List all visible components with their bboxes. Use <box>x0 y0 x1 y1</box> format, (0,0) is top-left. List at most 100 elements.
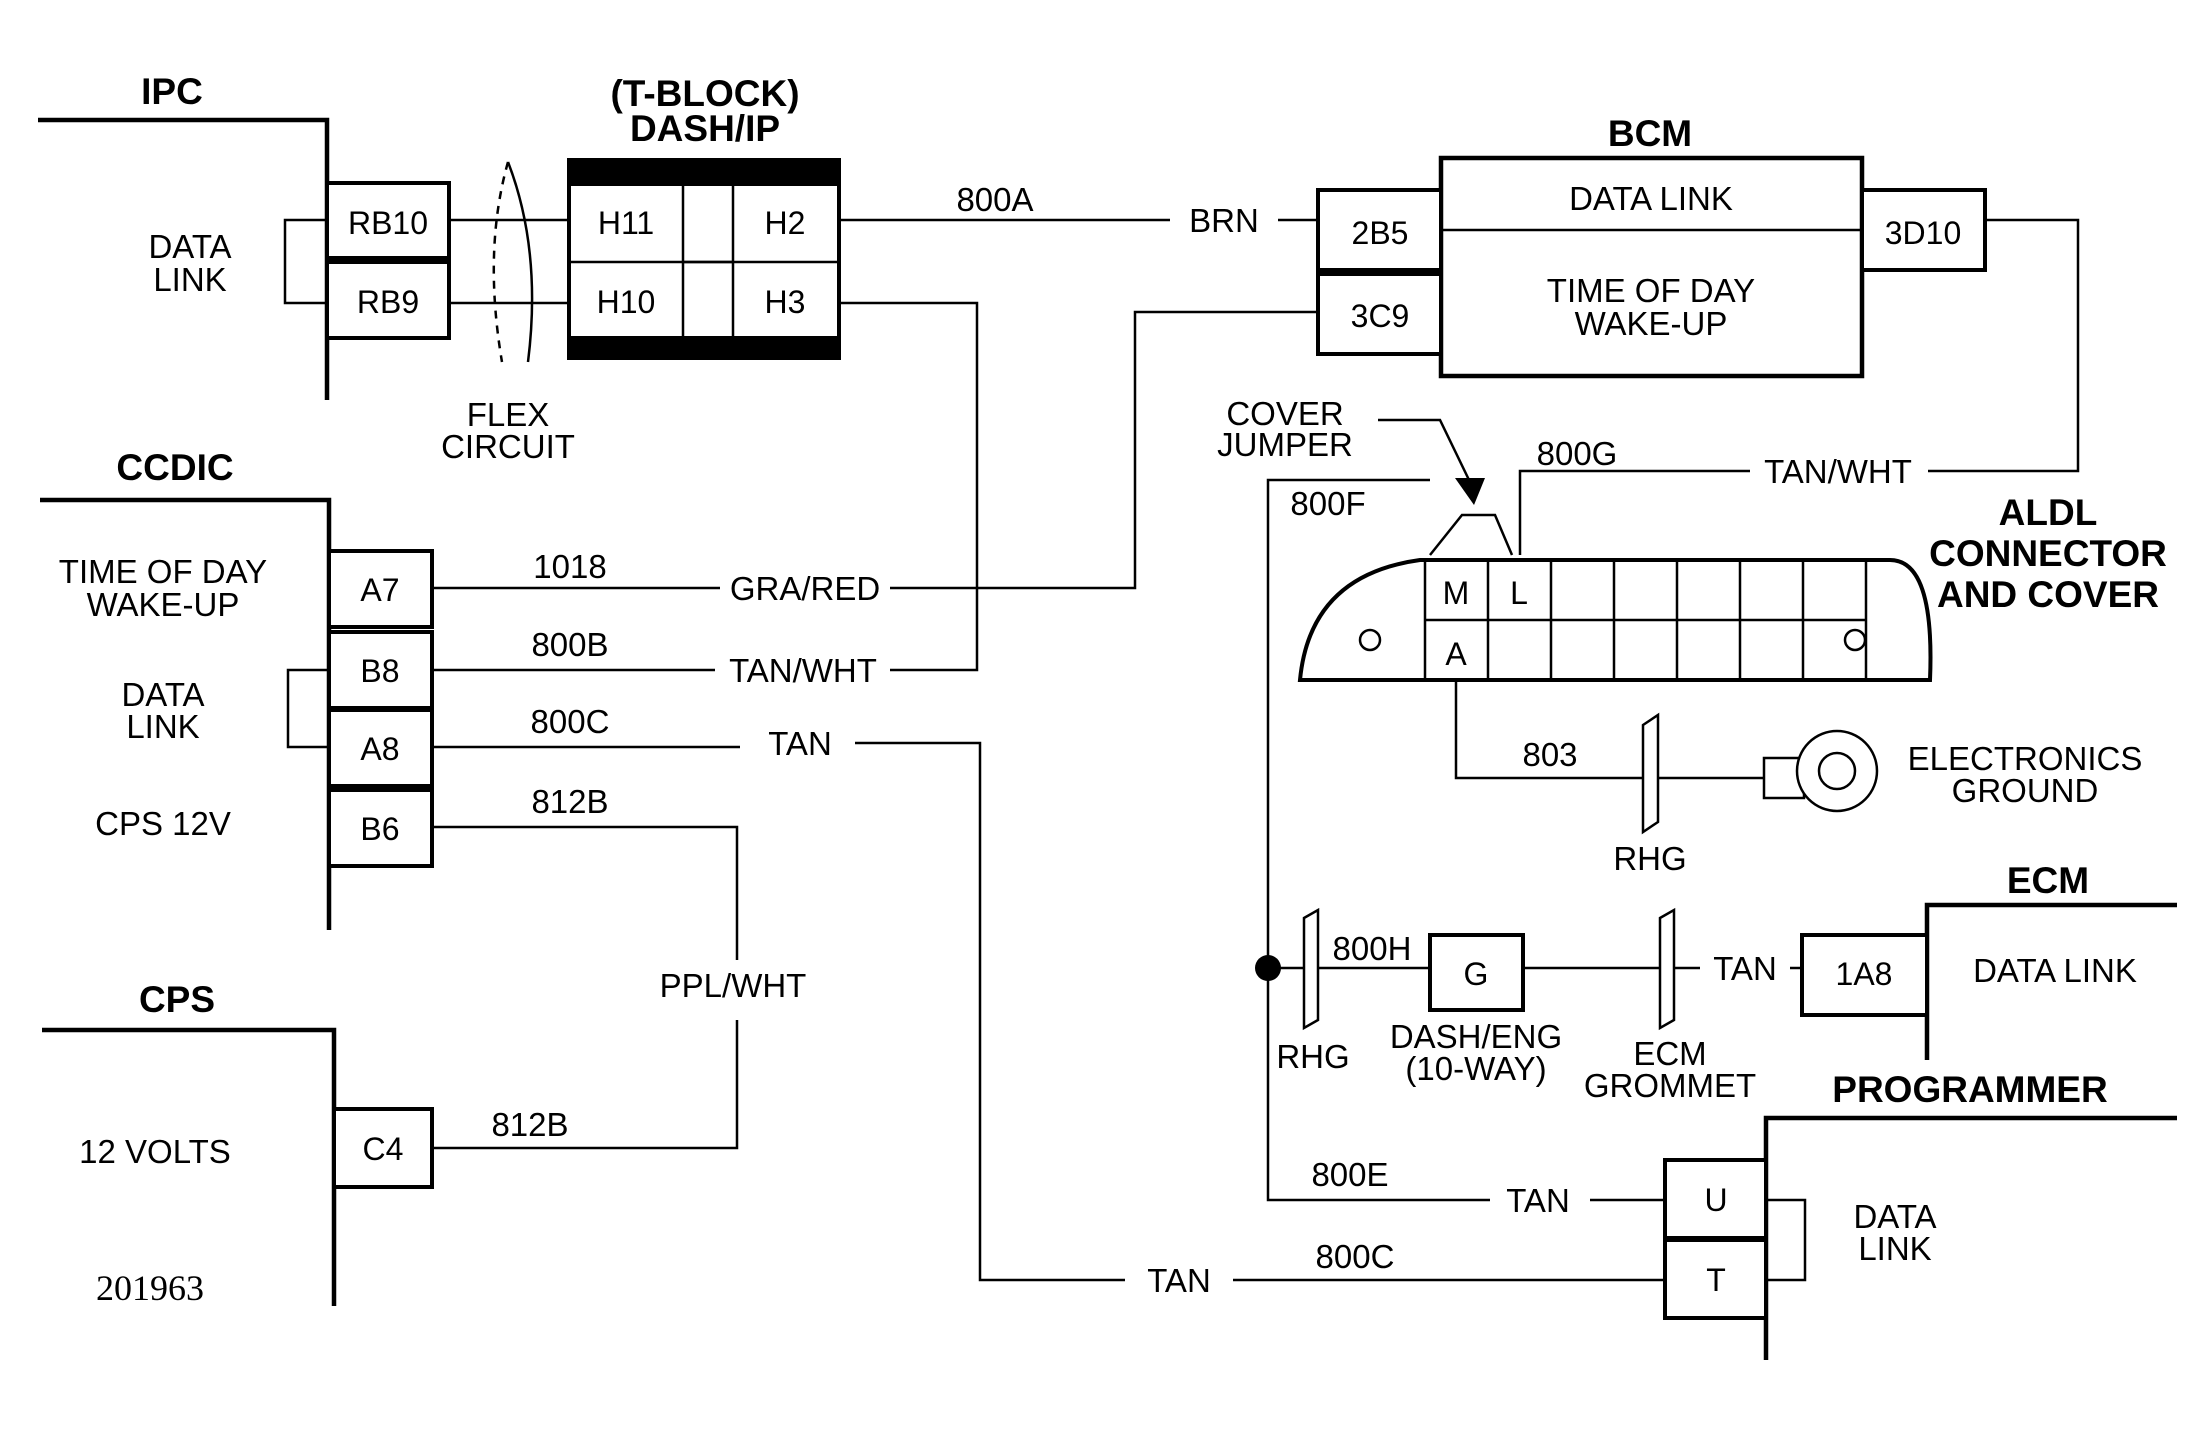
cover-jumper-label-2: JUMPER <box>1217 426 1353 463</box>
wire-800c-color: TAN <box>768 725 832 762</box>
programmer-module: PROGRAMMER DATA LINK U T <box>1663 1069 2177 1360</box>
ccdic-tod-label-2: WAKE-UP <box>87 586 240 623</box>
ground-label-1: ELECTRONICS <box>1908 740 2143 777</box>
bcm-data-link-label: DATA LINK <box>1569 180 1733 217</box>
wire-800f-circuit: 800F <box>1290 485 1365 522</box>
ccdic-title: CCDIC <box>116 447 233 488</box>
tblock-pin-h3: H3 <box>765 284 806 320</box>
bcm-pin-3c9 <box>1316 272 1443 356</box>
bcm-title: BCM <box>1608 113 1692 154</box>
rhg-ground-label: RHG <box>1613 840 1686 877</box>
ecm-pin-1a8 <box>1800 933 1929 1017</box>
aldl-title-3: AND COVER <box>1937 574 2159 615</box>
wire-800h: RHG 800H G DASH/ENG (10-WAY) ECM GROMMET… <box>1255 907 1802 1104</box>
tblock-module: (T-BLOCK) DASH/IP H11 H10 H2 H3 <box>567 73 841 360</box>
wire-812b-color: PPL/WHT <box>660 967 807 1004</box>
cps-pin-c4-label: C4 <box>363 1131 404 1167</box>
ecm-module: ECM DATA LINK 1A8 <box>1800 860 2177 1060</box>
ccdic-pin-b8-label: B8 <box>360 653 399 689</box>
ccdic-pin-a7 <box>327 549 434 629</box>
rhg-grommet-ground <box>1641 712 1660 835</box>
wire-1018-circuit: 1018 <box>533 548 606 585</box>
rhg-grommet-splice <box>1302 907 1320 1031</box>
wire-800b: 800B TAN/WHT <box>432 626 877 689</box>
ccdic-pin-b6-label: B6 <box>360 811 399 847</box>
dash-eng-label-1: DASH/ENG <box>1390 1018 1562 1055</box>
programmer-pin-u-label: U <box>1704 1182 1727 1218</box>
wire-800b-color: TAN/WHT <box>729 652 877 689</box>
ipc-pin-rb10-label: RB10 <box>348 205 428 241</box>
wire-800g-color: TAN/WHT <box>1764 453 1912 490</box>
dash-eng-label-2: (10-WAY) <box>1405 1050 1546 1087</box>
ccdic-pin-a8-label: A8 <box>360 731 399 767</box>
aldl-title-1: ALDL <box>1999 492 2098 533</box>
wire-800h-circuit: 800H <box>1333 930 1412 967</box>
ground-icon <box>1795 729 1879 813</box>
tblock-title-1: (T-BLOCK) <box>610 73 799 114</box>
bcm-tod-label-2: WAKE-UP <box>1575 305 1728 342</box>
cover-jumper-label-1: COVER <box>1226 395 1343 432</box>
ipc-pin-rb9 <box>325 260 451 340</box>
wire-800a-color: BRN <box>1189 202 1259 239</box>
ecm-grommet-icon <box>1658 907 1676 1031</box>
wire-800b-path <box>839 301 979 672</box>
ccdic-module: CCDIC TIME OF DAY WAKE-UP DATA LINK CPS … <box>40 447 434 930</box>
wire-800g-circuit: 800G <box>1537 435 1618 472</box>
flex-circuit-label-2: CIRCUIT <box>441 428 575 465</box>
wire-812b: 812B PPL/WHT 812B <box>432 783 807 1150</box>
ecm-pin-1a8-label: 1A8 <box>1836 956 1893 992</box>
wire-803: 803 RHG ELECTRONICS GROUND <box>1454 680 2143 877</box>
ccdic-data-link-label-2: LINK <box>126 708 199 745</box>
programmer-pin-t-label: T <box>1706 1262 1726 1298</box>
cps-module: CPS 12 VOLTS C4 <box>42 979 434 1306</box>
wire-812b-circuit-2: 812B <box>491 1106 568 1143</box>
flex-circuit-label-1: FLEX <box>467 396 550 433</box>
cps-pin-c4 <box>332 1107 434 1189</box>
bcm-pin-3d10 <box>1860 188 1987 272</box>
ccdic-tod-label-1: TIME OF DAY <box>59 553 267 590</box>
ipc-data-link-label-2: LINK <box>153 261 226 298</box>
wire-1018-color: GRA/RED <box>730 570 880 607</box>
bcm-pin-2b5 <box>1316 188 1443 272</box>
aldl-cell-a: A <box>1445 636 1467 672</box>
programmer-pin-t <box>1663 1238 1768 1320</box>
ipc-title: IPC <box>141 71 203 112</box>
programmer-title: PROGRAMMER <box>1832 1069 2107 1110</box>
ipc-data-link-label-1: DATA <box>148 228 231 265</box>
tblock-pin-h11: H11 <box>598 205 654 241</box>
flex-circuit: FLEX CIRCUIT <box>441 161 575 465</box>
ecm-data-link-label: DATA LINK <box>1973 952 2137 989</box>
figure-number: 201963 <box>96 1268 204 1308</box>
ecm-grommet-label-2: GROMMET <box>1584 1067 1756 1104</box>
wire-800c-circuit: 800C <box>531 703 610 740</box>
ipc-pin-rb9-label: RB9 <box>357 284 419 320</box>
cps-title: CPS <box>139 979 215 1020</box>
bcm-module: BCM DATA LINK TIME OF DAY WAKE-UP 2B5 3C… <box>1316 113 1987 379</box>
wire-800b-circuit: 800B <box>531 626 608 663</box>
bcm-pin-3c9-label: 3C9 <box>1351 298 1410 334</box>
ccdic-pin-a7-label: A7 <box>360 572 399 608</box>
rhg-splice-label: RHG <box>1276 1038 1349 1075</box>
tblock-pin-h2: H2 <box>765 205 806 241</box>
wire-800e-color: TAN <box>1506 1182 1570 1219</box>
wire-800g: TAN/WHT 800G <box>1518 218 2080 555</box>
wire-800e-circuit: 800E <box>1311 1156 1388 1193</box>
ccdic-pin-b8 <box>327 630 434 710</box>
wire-800c: 800C TAN TAN 800C <box>432 703 1670 1299</box>
wire-800c-circuit-2: 800C <box>1316 1238 1395 1275</box>
dash-eng-pin-g <box>1428 933 1525 1012</box>
wire-800c-color-2: TAN <box>1147 1262 1211 1299</box>
aldl-cell-m: M <box>1443 575 1470 611</box>
ipc-module: IPC DATA LINK RB10 RB9 <box>38 71 451 400</box>
dash-eng-pin-g-label: G <box>1464 956 1489 992</box>
aldl-connector: COVER JUMPER M L A ALDL CONNECTOR AND CO… <box>1217 395 2167 682</box>
tblock-pin-h10: H10 <box>597 284 656 320</box>
wire-800h-color: TAN <box>1713 950 1777 987</box>
bcm-pin-3d10-label: 3D10 <box>1885 215 1962 251</box>
tblock-title-2: DASH/IP <box>630 108 780 149</box>
aldl-cell-l: L <box>1510 575 1528 611</box>
aldl-title-2: CONNECTOR <box>1929 533 2167 574</box>
ecm-title: ECM <box>2007 860 2089 901</box>
wire-812b-circuit: 812B <box>531 783 608 820</box>
